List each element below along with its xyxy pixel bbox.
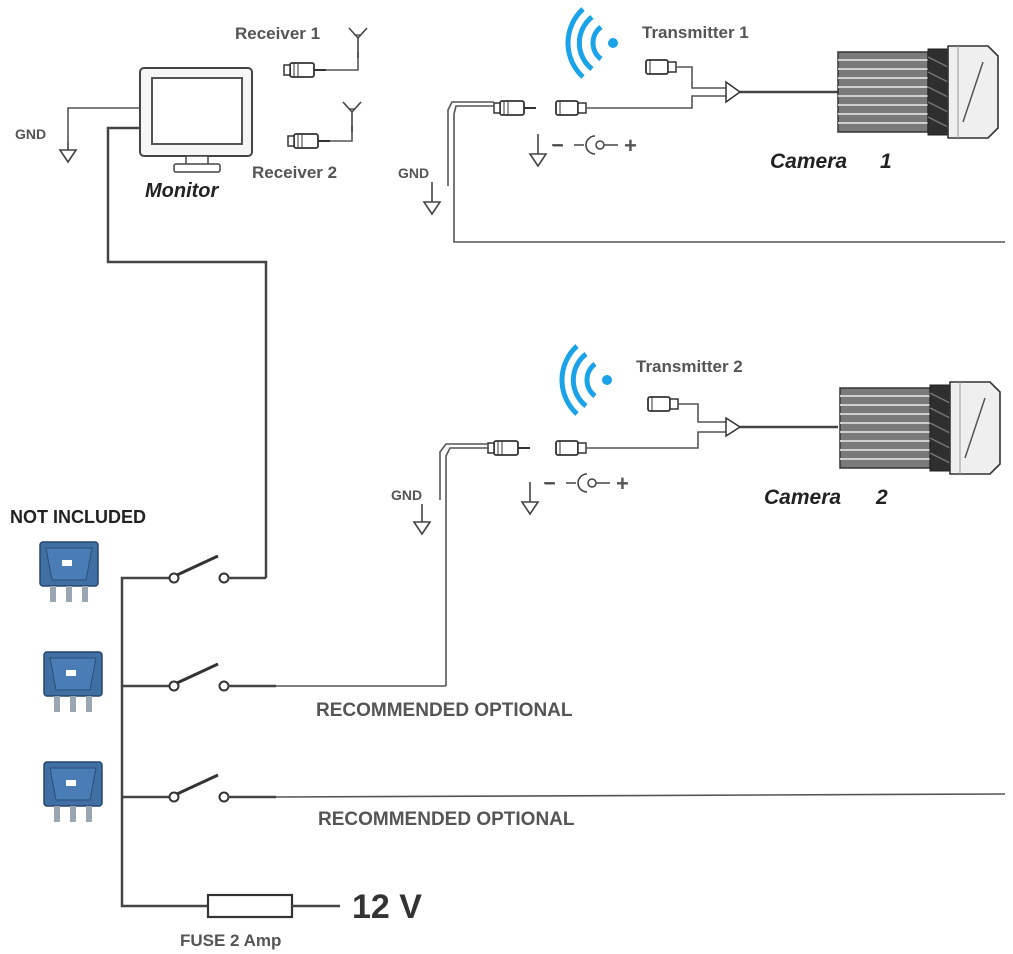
not-included-label: NOT INCLUDED — [10, 507, 146, 527]
gnd-label-camera-1: GND — [398, 165, 429, 181]
recommended-optional-label-1: RECOMMENDED OPTIONAL — [316, 700, 573, 721]
rca-jack-icon — [647, 396, 679, 412]
polarity-plus-2: + — [616, 471, 629, 496]
switch-symbol-icon — [168, 773, 230, 803]
polarity-minus-1: − — [552, 135, 564, 157]
wifi-icon — [568, 9, 618, 77]
camera-2-label: Camera — [764, 486, 841, 509]
receiver-1-label: Receiver 1 — [235, 24, 320, 43]
fuse-icon — [206, 893, 294, 919]
monitor-icon — [139, 67, 253, 173]
monitor-label: Monitor — [145, 180, 220, 202]
rocker-switch-icon — [39, 541, 99, 603]
rca-jack-icon — [645, 59, 677, 75]
polarity-plus-1: + — [624, 133, 637, 158]
rca-plug-icon — [493, 100, 537, 116]
rca-jack-icon — [555, 440, 587, 456]
camera-1-label: Camera — [770, 150, 847, 173]
antenna-icon — [342, 101, 362, 133]
polarity-minus-2: − — [544, 473, 556, 495]
rca-plug-icon — [487, 440, 531, 456]
rca-jack-icon — [555, 100, 587, 116]
transmitter-1-label: Transmitter 1 — [642, 23, 749, 42]
camera-icon — [837, 45, 999, 139]
camera-1-number: 1 — [880, 150, 892, 173]
ground-icon — [59, 141, 77, 163]
camera-icon — [839, 381, 1001, 475]
ground-icon — [413, 513, 431, 535]
transmitter-2-label: Transmitter 2 — [636, 357, 743, 376]
fuse-label: FUSE 2 Amp — [180, 931, 281, 950]
rca-plug-icon — [283, 62, 327, 78]
gnd-label-camera-2: GND — [391, 487, 422, 503]
switch-symbol-icon — [168, 554, 230, 584]
gnd-label-monitor: GND — [15, 126, 46, 142]
antenna-icon — [348, 27, 368, 59]
camera-2-number: 2 — [875, 486, 888, 509]
recommended-optional-label-2: RECOMMENDED OPTIONAL — [318, 809, 575, 830]
rca-plug-icon — [287, 133, 331, 149]
wifi-icon — [562, 346, 612, 414]
rocker-switch-icon — [43, 761, 103, 823]
switch-symbol-icon — [168, 662, 230, 692]
receiver-2-label: Receiver 2 — [252, 163, 337, 182]
ground-icon — [529, 145, 547, 167]
voltage-label: 12 V — [352, 888, 422, 926]
ground-icon — [423, 193, 441, 215]
rocker-switch-icon — [43, 651, 103, 713]
ground-icon — [521, 493, 539, 515]
